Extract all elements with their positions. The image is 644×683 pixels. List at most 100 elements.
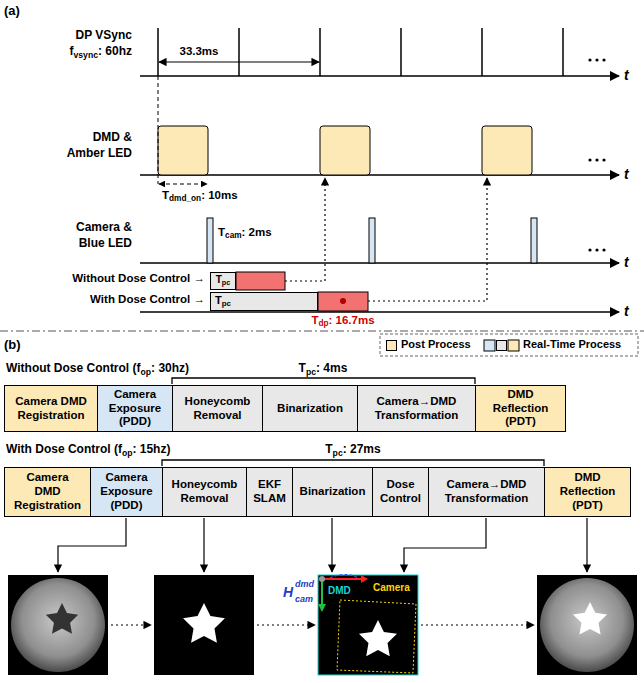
label-text: t [624,166,629,182]
display-arrow [285,178,325,281]
label-text: Without Dose Control → [72,272,205,284]
box-text: Honeycomb Removal [185,395,251,421]
legend-frame [484,340,495,351]
label-text: dmd [295,579,314,589]
label-line: 33.3ms [179,45,218,59]
label-text: T [325,442,332,456]
transform-image [361,575,368,583]
process-box: Honeycomb Removal [162,467,247,517]
vsync-tick [400,28,402,76]
label-text: f [70,44,74,58]
legend-frame [508,340,519,351]
image-flow-arrow [111,624,151,625]
section-separator [0,331,644,332]
label-text: Without Dose Control (f [6,361,141,375]
box-text: Camera Exposure (PDD) [100,471,152,511]
label-text: T [162,189,169,201]
box-content: Camera Exposure (PDD) [101,388,169,429]
label-line: t [624,67,629,84]
label-text: DP VSync [76,28,132,42]
box-content: DMD Reflection (PDT) [548,471,627,512]
dashed-guide [159,184,207,185]
label-line: DMD [328,585,351,597]
camera-image [46,603,78,634]
box-content: Camera Exposure (PDD) [94,471,159,512]
box-content: Camera→DMD Transformation [361,395,472,423]
process-box: Binarization [262,385,358,432]
label-text: Camera & [76,220,132,234]
label-line: (b) [4,337,21,353]
label-text: cam [225,231,242,240]
label-text: : 16.7ms [329,314,375,326]
box-text: EKF SLAM [253,478,286,504]
label-text: : 10ms [201,189,237,201]
flow-arrow [203,518,204,572]
label-line: Tcam: 2ms [218,226,272,241]
box-content: Tpc [215,294,231,309]
camera-pulse [207,218,213,263]
label-text: vsync [74,50,98,60]
display-arrow [368,178,487,301]
label-text: op [122,448,133,458]
label-text: : 30hz) [151,361,189,375]
label-line: With Dose Control (fop: 15hz) [6,442,170,458]
label-text: : 4ms [316,361,347,375]
label-text: DMD [328,585,351,596]
label-text: op [141,367,152,377]
box-content: Honeycomb Removal [166,478,243,506]
box-text: Camera→DMD Transformation [375,395,459,421]
legend-swatch [386,340,397,351]
transform-image [330,575,358,579]
label-text: : 2ms [242,226,272,238]
label-line: H [283,584,293,601]
label-text: : 60hz [98,44,132,58]
box-text: Camera DMD Registration [15,395,87,421]
ellipsis-dots [588,58,605,251]
display-arrow [285,178,487,301]
label-text: pc [333,448,343,458]
time-axis [140,76,619,312]
legend-text: Real-Time Process [523,338,621,350]
transform-image [318,575,418,676]
label-line: Without Dose Control (fop: 30hz) [6,361,189,377]
legend-frame [380,334,638,356]
label-line: Amber LED [67,146,132,160]
vsync-tick [562,28,564,76]
ellipsis-dots [588,248,591,251]
box-content: Dose Control [376,478,425,506]
camera-pulse [369,218,375,263]
label-text: dmd_on [169,194,201,203]
image-flow-arrow [257,624,315,625]
box-text: Binarization [300,485,366,497]
box-text: Camera DMD Registration [14,471,81,511]
process-box: Camera→DMD Transformation [428,467,545,517]
label-text: Amber LED [67,146,132,160]
label-line: DP VSync [76,28,132,42]
label-text: With Dose Control → [90,293,205,305]
flow-arrow [58,518,126,572]
label-text: Blue LED [79,236,132,250]
legend-swatch [496,340,507,351]
ellipsis-dots [595,158,598,161]
transform-image [318,604,326,612]
process-box: EKF SLAM [246,467,293,517]
dmd-pulse [158,126,208,175]
dmd-image [573,602,607,635]
dashed-guide [158,76,159,184]
camera-image [8,575,108,675]
box-text: T [216,274,222,285]
label-line: Without Dose Control → [72,272,205,286]
label-line: With Dose Control → [90,293,205,307]
label-text: DMD & [93,130,132,144]
time-axis [140,174,619,176]
flow-arrow [586,518,587,572]
ellipsis-dots [595,248,598,251]
flow-arrow [404,518,486,572]
box-text: T [215,294,222,306]
label-line: t [624,303,629,320]
ellipsis-dots [595,58,598,61]
image-flow-arrow [421,624,534,625]
label-text: T [299,361,306,375]
label-text: t [624,67,629,83]
ellipsis-dots [588,158,591,161]
